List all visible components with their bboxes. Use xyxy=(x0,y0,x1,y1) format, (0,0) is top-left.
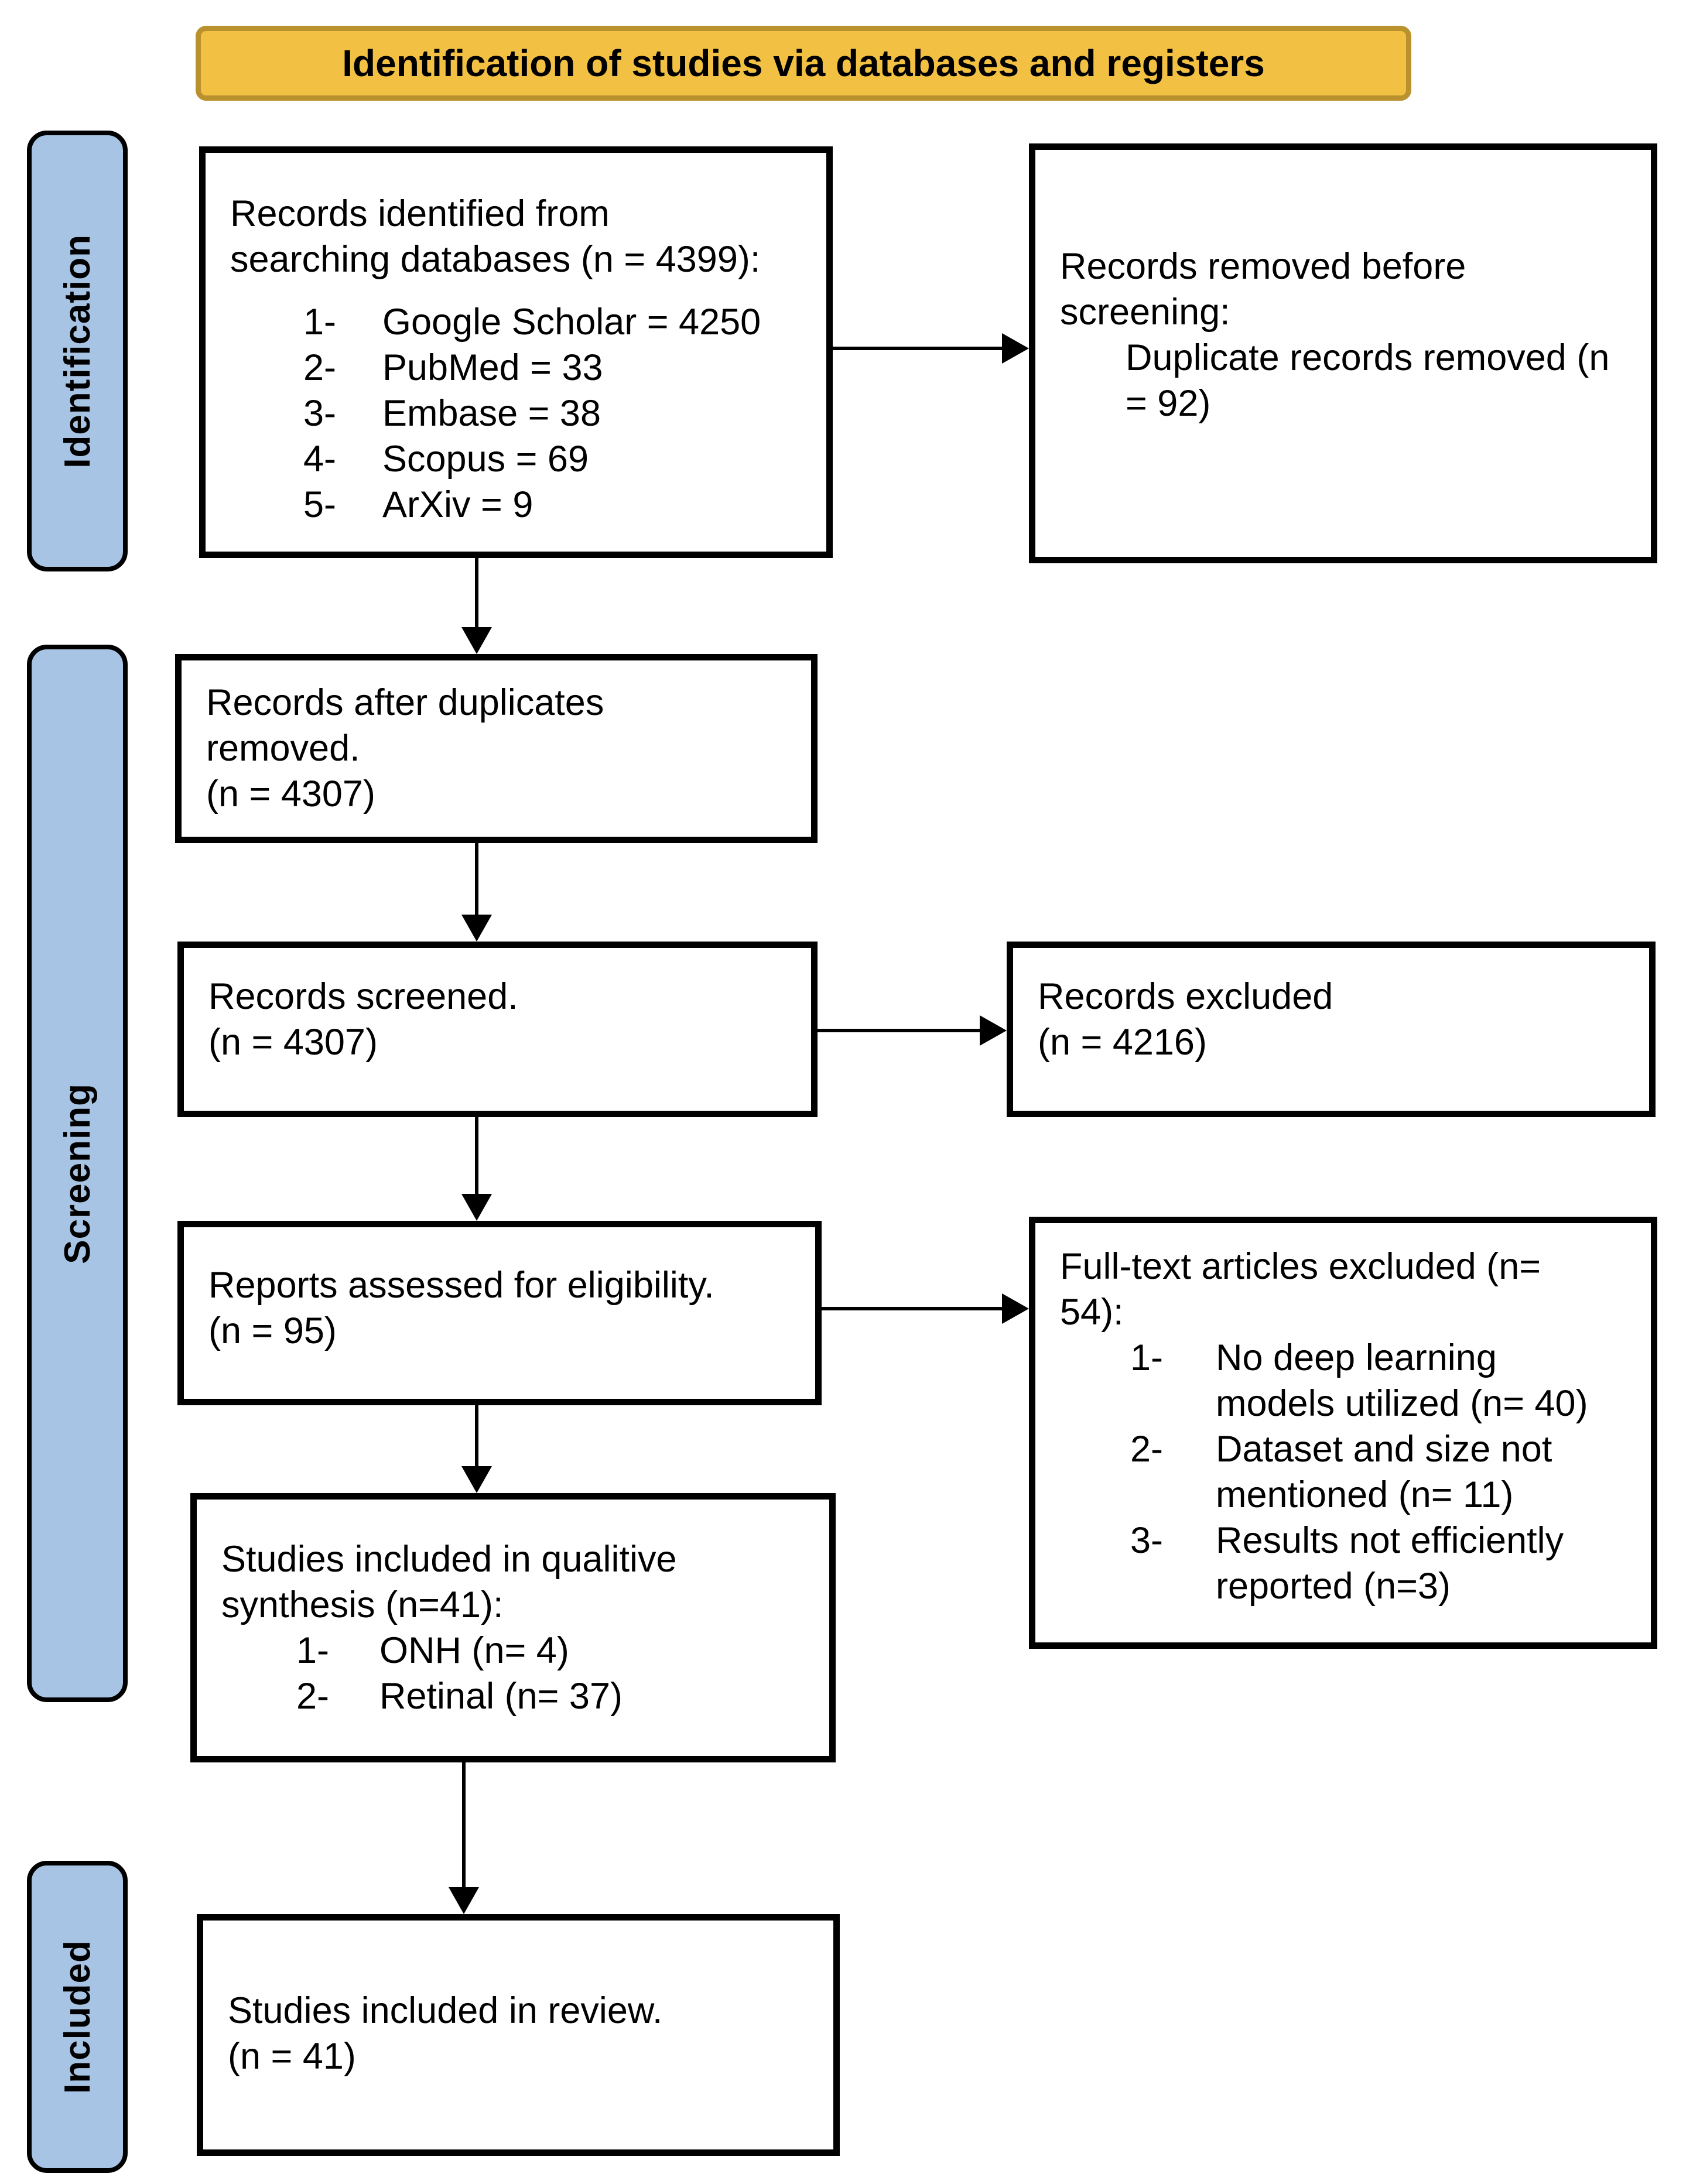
list-item-text-line: reported (n=3) xyxy=(1216,1566,1451,1607)
list-item-text-line: No deep learning xyxy=(1216,1337,1497,1378)
list-item: 3- Results not efficiently reported (n=3… xyxy=(1060,1518,1637,1609)
box-after-duplicates-line: Records after duplicates xyxy=(206,682,604,723)
list-item-number: 4- xyxy=(303,439,337,480)
stage-bar-screening: Screening xyxy=(27,645,128,1702)
arrow-down-icon xyxy=(461,1194,492,1221)
stage-label-screening: Screening xyxy=(57,1083,98,1264)
list-item-number: 1- xyxy=(296,1630,330,1671)
box-records-removed-indented-line: = 92) xyxy=(1126,383,1211,424)
arrow-screened-to-excluded xyxy=(818,1029,983,1032)
arrow-down-icon xyxy=(449,1887,479,1914)
stage-label-included: Included xyxy=(57,1940,98,2094)
banner-identification-via-databases: Identification of studies via databases … xyxy=(196,26,1411,101)
list-item-number: 5- xyxy=(303,484,337,525)
box-records-excluded-line: Records excluded xyxy=(1038,976,1333,1017)
list-item-number: 2- xyxy=(296,1676,330,1717)
arrow-down-icon xyxy=(461,1466,492,1493)
box-records-removed-before-screening: Records removed before screening: Duplic… xyxy=(1029,143,1657,563)
box-records-screened-line: (n = 4307) xyxy=(208,1022,378,1063)
list-item-text: Scopus = 69 xyxy=(382,439,589,480)
arrow-assessed-to-fulltext-excluded xyxy=(822,1307,1005,1310)
box-included-in-review-line: Studies included in review. xyxy=(228,1990,663,2031)
list-item-number: 2- xyxy=(1130,1429,1164,1470)
list-item: 1- Google Scholar = 4250 xyxy=(230,299,812,345)
arrow-down-icon xyxy=(461,627,492,654)
arrow-right-icon xyxy=(1002,333,1029,364)
list-item: 1- No deep learning models utilized (n= … xyxy=(1060,1335,1637,1426)
list-item-number: 3- xyxy=(1130,1520,1164,1561)
arrow-after-duplicates-to-screened xyxy=(475,843,478,918)
box-records-removed-line: screening: xyxy=(1060,292,1230,333)
box-records-removed-indented-line: Duplicate records removed (n xyxy=(1126,337,1610,378)
list-item-text-line: models utilized (n= 40) xyxy=(1216,1383,1588,1424)
box-records-identified: Records identified from searching databa… xyxy=(199,146,833,558)
arrow-down-icon xyxy=(461,915,492,942)
stage-label-identification: Identification xyxy=(57,234,98,468)
box-records-excluded-line: (n = 4216) xyxy=(1038,1022,1207,1063)
box-records-identified-line: searching databases (n = 4399): xyxy=(230,239,761,280)
list-item: 2- Dataset and size not mentioned (n= 11… xyxy=(1060,1426,1637,1518)
stage-bar-identification: Identification xyxy=(27,131,128,571)
list-item-text: Google Scholar = 4250 xyxy=(382,302,761,343)
box-included-in-review: Studies included in review. (n = 41) xyxy=(197,1914,840,2156)
list-item: 5- ArXiv = 9 xyxy=(230,482,812,528)
list-item-text-line: Results not efficiently xyxy=(1216,1520,1564,1561)
list-item-text: Dataset and size not mentioned (n= 11) xyxy=(1216,1426,1637,1518)
box-records-after-duplicates: Records after duplicates removed. (n = 4… xyxy=(175,654,818,843)
box-qualitative-synthesis-line: Studies included in qualitive xyxy=(221,1539,677,1580)
box-fulltext-excluded-line: Full-text articles excluded (n= xyxy=(1060,1246,1541,1287)
box-records-screened: Records screened. (n = 4307) xyxy=(177,942,818,1117)
box-qualitative-synthesis-line: synthesis (n=41): xyxy=(221,1584,504,1625)
list-item-text: ArXiv = 9 xyxy=(382,484,533,525)
banner-title: Identification of studies via databases … xyxy=(342,42,1265,84)
arrow-right-icon xyxy=(1002,1293,1029,1324)
list-item: 3- Embase = 38 xyxy=(230,391,812,436)
box-after-duplicates-line: removed. xyxy=(206,728,360,769)
box-reports-assessed-line: (n = 95) xyxy=(208,1310,337,1351)
box-fulltext-excluded-line: 54): xyxy=(1060,1292,1124,1333)
box-records-identified-line: Records identified from xyxy=(230,193,610,234)
list-item: 1- ONH (n= 4) xyxy=(221,1628,815,1673)
spacer xyxy=(230,282,812,299)
box-records-screened-line: Records screened. xyxy=(208,976,518,1017)
list-item-number: 1- xyxy=(303,302,337,343)
list-item-text: No deep learning models utilized (n= 40) xyxy=(1216,1335,1637,1426)
stage-bar-included: Included xyxy=(27,1861,128,2173)
arrow-identified-to-removed xyxy=(833,347,1005,350)
list-item-number: 2- xyxy=(303,347,337,388)
list-item: 2- Retinal (n= 37) xyxy=(221,1673,815,1719)
list-item-text: ONH (n= 4) xyxy=(379,1630,569,1671)
box-qualitative-synthesis: Studies included in qualitive synthesis … xyxy=(190,1493,836,1762)
list-item-text-line: Dataset and size not xyxy=(1216,1429,1552,1470)
arrow-screened-to-assessed xyxy=(475,1117,478,1197)
list-item: 2- PubMed = 33 xyxy=(230,345,812,391)
list-item-number: 3- xyxy=(303,393,337,434)
box-reports-assessed: Reports assessed for eligibility. (n = 9… xyxy=(177,1221,822,1405)
list-item-text: Retinal (n= 37) xyxy=(379,1676,623,1717)
arrow-right-icon xyxy=(980,1015,1007,1046)
box-included-in-review-line: (n = 41) xyxy=(228,2036,356,2077)
list-item-number: 1- xyxy=(1130,1337,1164,1378)
box-records-excluded: Records excluded (n = 4216) xyxy=(1007,942,1656,1117)
list-item-text-line: mentioned (n= 11) xyxy=(1216,1474,1514,1515)
box-reports-assessed-line: Reports assessed for eligibility. xyxy=(208,1265,714,1306)
arrow-synthesis-to-review xyxy=(462,1762,466,1891)
list-item: 4- Scopus = 69 xyxy=(230,436,812,482)
box-fulltext-excluded: Full-text articles excluded (n= 54): 1- … xyxy=(1029,1217,1657,1649)
list-item-text: Results not efficiently reported (n=3) xyxy=(1216,1518,1637,1609)
arrow-identified-to-after-duplicates xyxy=(475,558,478,631)
box-after-duplicates-line: (n = 4307) xyxy=(206,773,375,814)
list-item-text: PubMed = 33 xyxy=(382,347,603,388)
arrow-assessed-to-synthesis xyxy=(475,1405,478,1470)
box-records-removed-line: Records removed before xyxy=(1060,246,1466,287)
list-item-text: Embase = 38 xyxy=(382,393,601,434)
